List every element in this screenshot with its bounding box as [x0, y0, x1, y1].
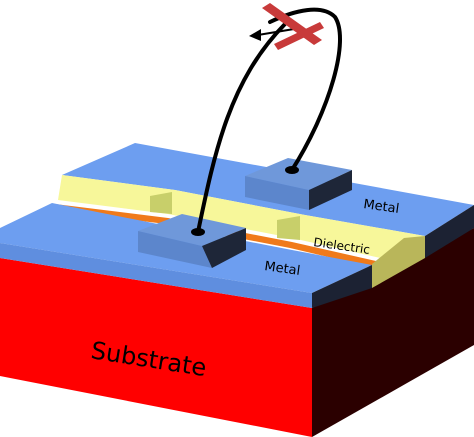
cross-marker-icon: [262, 3, 324, 50]
dielectric-gap-left: [150, 192, 172, 214]
back-metal-side: [425, 205, 474, 258]
marker-bar-short: [274, 22, 324, 50]
metal-lower-label: Metal: [263, 259, 301, 279]
wire-from-upper-pad: [268, 7, 342, 172]
lower-pad-front: [138, 231, 212, 268]
upper-pad-side: [309, 170, 352, 210]
metal-upper-label: Metal: [362, 197, 400, 217]
upper-pad-top: [245, 158, 352, 190]
bond-wires: [196, 7, 342, 234]
wire-from-lower-pad: [196, 22, 287, 234]
dielectric-top: [58, 175, 425, 262]
upper-pad-front: [245, 176, 309, 210]
dielectric-gap-right: [277, 216, 300, 240]
lower-pad-side: [202, 228, 246, 268]
arrow-left-icon: [249, 29, 261, 41]
substrate-block: [0, 228, 474, 437]
dielectric-corner: [372, 236, 425, 288]
substrate-front: [0, 258, 312, 437]
substrate-side: [312, 228, 474, 437]
front-metal-side: [312, 265, 372, 308]
lower-contact-pad: [138, 214, 246, 268]
front-metal-front: [0, 243, 312, 308]
